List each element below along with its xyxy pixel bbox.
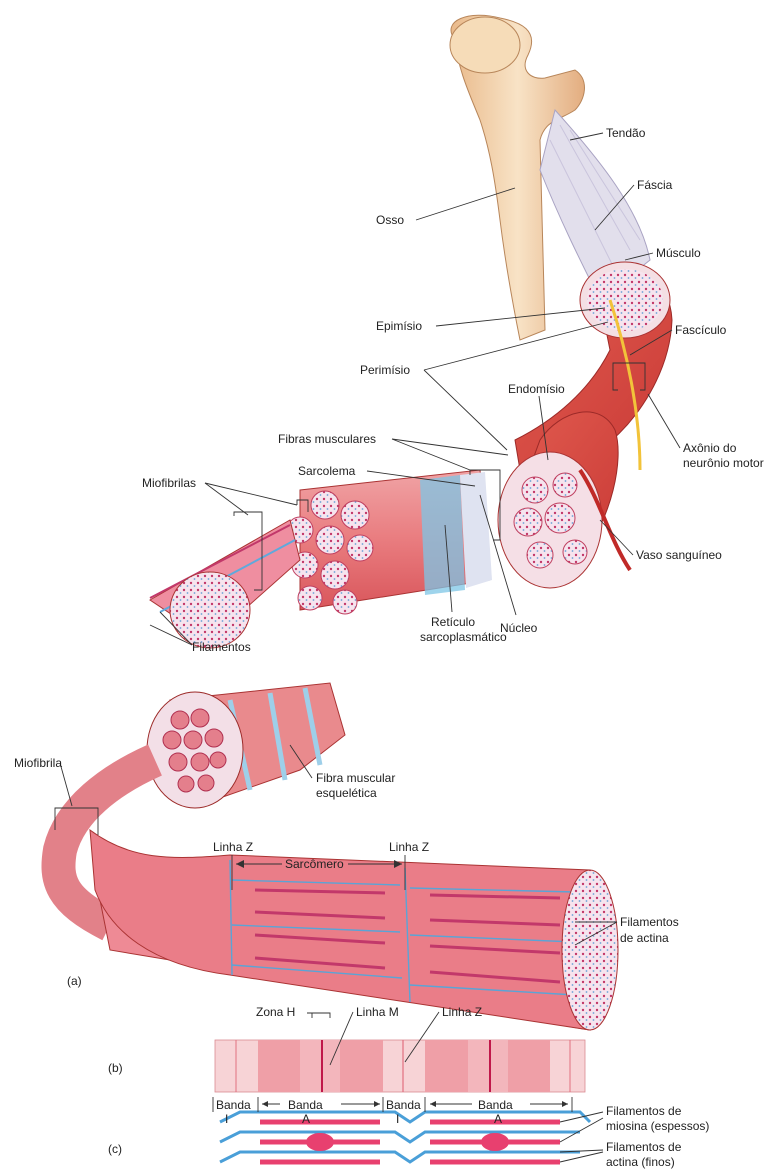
label-sarcolema: Sarcolema: [298, 464, 356, 478]
myofibril-illustration: [150, 520, 300, 648]
label-osso: Osso: [376, 213, 404, 227]
label-fascia: Fáscia: [637, 178, 673, 192]
label-sarcomero: Sarcômero: [285, 857, 344, 871]
muscle-fiber-bundle-illustration: [287, 470, 492, 614]
label-fasciculo: Fascículo: [675, 323, 727, 337]
label-actina-finos-line1: Filamentos de: [606, 1140, 682, 1154]
label-miosina-line2: miosina (espessos): [606, 1119, 709, 1133]
sarcomere-myofibril-illustration: [90, 830, 618, 1030]
label-fibra-esqueletica-line1: Fibra muscular: [316, 771, 395, 785]
label-filamentos: Filamentos: [192, 640, 251, 654]
label-banda-a-left: Banda: [288, 1098, 323, 1112]
label-actina-finos-line2: actina (finos): [606, 1155, 675, 1169]
label-filamentos-actina-line1: Filamentos: [620, 915, 679, 929]
label-miosina-line1: Filamentos de: [606, 1104, 682, 1118]
panel-letter-a: (a): [67, 974, 82, 988]
label-vaso-sanguineo: Vaso sanguíneo: [636, 548, 722, 562]
panel-letter-b: (b): [108, 1061, 123, 1075]
label-linha-z-left: Linha Z: [213, 840, 253, 854]
label-banda-i-left-letter: I: [225, 1112, 228, 1126]
label-banda-a-right-letter: A: [494, 1112, 502, 1126]
label-fibra-esqueletica-line2: esquelética: [316, 786, 377, 800]
label-banda-i-right: Banda: [386, 1098, 421, 1112]
label-miofibrilas: Miofibrilas: [142, 476, 196, 490]
label-banda-a-left-letter: A: [302, 1112, 310, 1126]
label-linha-z-right: Linha Z: [389, 840, 429, 854]
label-banda-a-right: Banda: [478, 1098, 513, 1112]
label-linha-z-band: Linha Z: [442, 1005, 482, 1019]
label-axonio-line2: neurônio motor: [683, 456, 764, 470]
label-linha-m: Linha M: [356, 1005, 399, 1019]
label-epimisio: Epimísio: [376, 319, 422, 333]
label-tendao: Tendão: [606, 126, 646, 140]
label-musculo: Músculo: [656, 246, 701, 260]
label-nucleo: Núcleo: [500, 621, 538, 635]
label-banda-i-left: Banda: [216, 1098, 251, 1112]
sarcomere-band-diagram: [215, 1040, 585, 1092]
label-reticulo-line2: sarcoplasmático: [420, 630, 507, 644]
label-endomisio: Endomísio: [508, 382, 565, 396]
label-banda-i-right-letter: I: [396, 1112, 399, 1126]
myosin-actin-filament-diagram: [220, 1112, 590, 1162]
label-filamentos-actina-line2: de actina: [620, 931, 669, 945]
label-fibras-musculares: Fibras musculares: [278, 432, 376, 446]
label-perimisio: Perimísio: [360, 363, 410, 377]
label-reticulo-line1: Retículo: [431, 615, 475, 629]
label-axonio-line1: Axônio do: [683, 441, 737, 455]
panel-letter-c: (c): [108, 1142, 122, 1156]
label-zona-h: Zona H: [256, 1005, 295, 1019]
label-miofibrila: Miofibrila: [14, 756, 62, 770]
